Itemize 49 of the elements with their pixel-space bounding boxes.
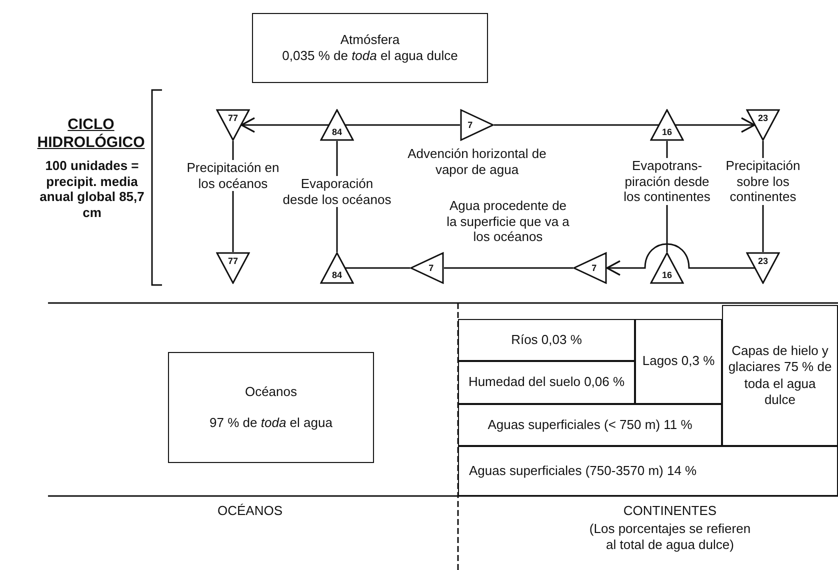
note-text: 100 unidades = precipit. media anual global 85,7 cm <box>38 158 146 220</box>
flow-triangle <box>410 252 444 284</box>
box-text: 97 % de toda el agua <box>210 414 332 431</box>
edge-label: Precipitación sobre los continentes <box>726 158 800 205</box>
flow-value: 7 <box>468 120 473 130</box>
flow-caption: Advención horizontal de vapor de agua <box>406 146 548 178</box>
flow-value: 16 <box>662 126 672 137</box>
flow-triangle <box>573 252 607 284</box>
flow-triangle <box>460 109 494 141</box>
storage-cell: Ríos 0,03 % <box>458 319 635 361</box>
flow-line <box>676 117 756 133</box>
storage-cell: Capas de hielo y glaciares 75 % de toda el agua dulce <box>722 305 838 446</box>
flow-triangle <box>650 252 684 284</box>
storage-cell: Aguas superficiales (750-3570 m) 14 % <box>458 446 838 496</box>
flow-triangle <box>320 109 354 141</box>
flow-line <box>346 267 410 269</box>
flow-value: 84 <box>332 126 342 137</box>
storage-box <box>252 13 488 83</box>
flow-value: 16 <box>662 270 672 280</box>
flow-triangle <box>746 252 780 284</box>
flow-value: 77 <box>228 256 238 266</box>
flow-triangle <box>216 252 250 284</box>
diagram-heading: CICLO HIDROLÓGICO <box>36 116 146 152</box>
flow-value: 84 <box>332 270 342 280</box>
storage-box <box>168 352 374 463</box>
flow-line <box>346 124 460 126</box>
box-text: 0,035 % de toda el agua dulce <box>282 48 458 64</box>
flow-triangle <box>650 109 684 141</box>
flow-triangle <box>216 109 250 141</box>
flow-value: 7 <box>428 263 434 274</box>
section-label: CONTINENTES <box>623 503 717 519</box>
flow-line <box>606 243 754 276</box>
flow-triangle <box>320 252 354 284</box>
box-title: Atmósfera <box>340 32 400 48</box>
flow-line <box>444 267 573 269</box>
flow-value: 7 <box>592 263 597 274</box>
flow-triangle <box>746 109 780 141</box>
flow-value: 23 <box>758 112 768 123</box>
box-title: Océanos <box>244 384 298 400</box>
note-text: (Los porcentajes se refieren al total de agua dulce) <box>588 521 752 552</box>
flow-line <box>494 124 658 126</box>
flow-value: 23 <box>758 256 768 266</box>
storage-cell: Humedad del suelo 0,06 % <box>458 361 635 404</box>
flow-line <box>240 117 328 133</box>
storage-cell: Aguas superficiales (< 750 m) 11 % <box>458 404 722 446</box>
edge-label: Evaporación desde los océanos <box>282 176 392 208</box>
storage-cell: Lagos 0,3 % <box>635 319 722 404</box>
section-label: OCÉANOS <box>218 503 282 519</box>
flow-value: 77 <box>228 112 238 123</box>
